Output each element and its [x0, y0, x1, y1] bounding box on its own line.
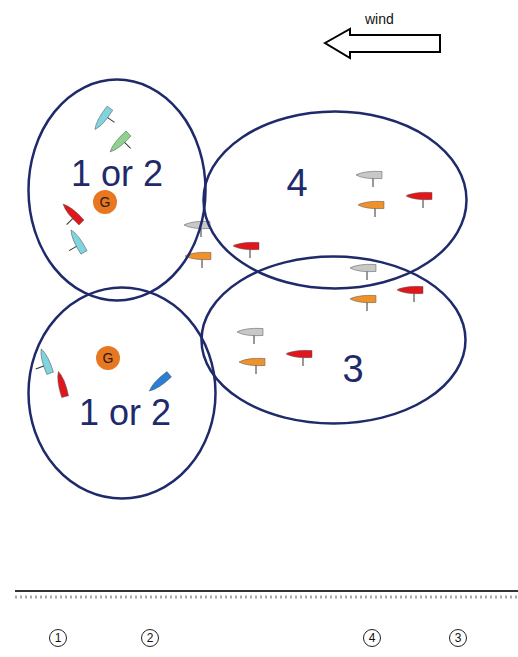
position-digit: 3 [455, 632, 462, 644]
ellipse-outline [200, 255, 467, 425]
ellipse-outline [202, 110, 468, 290]
mark-buoy: G [96, 346, 120, 370]
region-label: 1 or 2 [79, 395, 171, 431]
boats [30, 106, 432, 397]
region-ellipse: 3 [200, 255, 467, 425]
mark-letter: G [100, 195, 111, 209]
region-ellipse: 1 or 2 G [27, 78, 207, 302]
position-digit: 4 [369, 632, 376, 644]
wind-label: wind [365, 12, 394, 26]
position-number: 2 [141, 629, 159, 647]
region-ellipse: 4 [202, 110, 468, 290]
position-digit: 2 [147, 632, 154, 644]
position-number: 1 [49, 629, 67, 647]
region-ellipse: 1 or 2 G [27, 286, 217, 500]
mark-buoy: G [93, 190, 117, 214]
position-digit: 1 [55, 632, 62, 644]
region-label: 4 [286, 164, 307, 202]
shore-dots [15, 596, 518, 599]
ellipse-outline [27, 286, 217, 500]
region-label: 3 [342, 350, 363, 388]
position-number: 3 [449, 629, 467, 647]
region-label: 1 or 2 [71, 156, 163, 192]
mark-letter: G [103, 351, 114, 365]
shoreline [15, 590, 518, 592]
wind-arrow [325, 29, 440, 58]
position-number: 4 [363, 629, 381, 647]
